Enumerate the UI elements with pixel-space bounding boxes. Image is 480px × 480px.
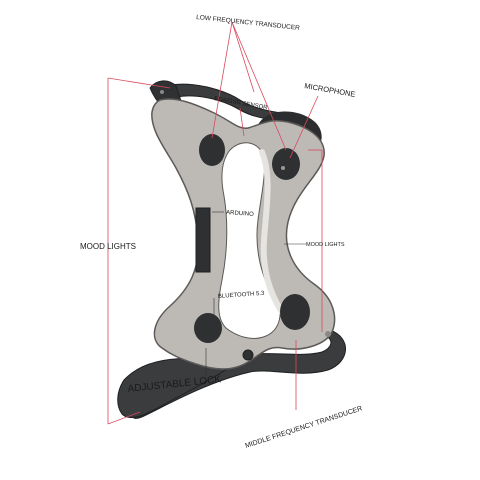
leader-low-frequency-2 [231, 21, 287, 151]
leader-mood-left-bottom [107, 411, 141, 425]
leader-low-frequency-3 [231, 21, 255, 93]
label-middle-frequency-transducer: MIDDLE FREQUENCY TRANSDUCER [244, 405, 363, 450]
right-band-pin [325, 331, 331, 337]
adjustable-lock-knob [242, 349, 254, 361]
middle-frequency-transducer-pad [280, 294, 310, 330]
bottom-band-loop [133, 329, 346, 419]
frame-right-highlight [259, 149, 289, 321]
microphone-pad [272, 148, 300, 180]
leader-low-frequency-1 [211, 21, 233, 139]
leader-lines-dark [205, 211, 306, 376]
top-band-pin [160, 90, 164, 94]
label-arduino: ARDUINO [226, 210, 254, 218]
bluetooth-pad [194, 313, 222, 343]
label-low-frequency-transducer: LOW FREQUENCY TRANSDUCER [196, 14, 301, 32]
label-bluetooth: BLUETOOTH 5.3 [218, 291, 266, 300]
label-microphone: MICROPHONE [304, 81, 356, 99]
leader-eda [239, 107, 245, 137]
low-frequency-transducer-pad [199, 134, 225, 166]
leader-microphone [289, 95, 319, 159]
arduino-module [195, 207, 211, 273]
leader-mood-left-top [107, 77, 171, 89]
microphone-dot [281, 166, 285, 170]
label-mood-lights-left: MOOD LIGHTS [80, 242, 136, 251]
label-mood-lights-right: MOOD LIGHTS [306, 242, 345, 248]
leader-lines [107, 21, 323, 425]
